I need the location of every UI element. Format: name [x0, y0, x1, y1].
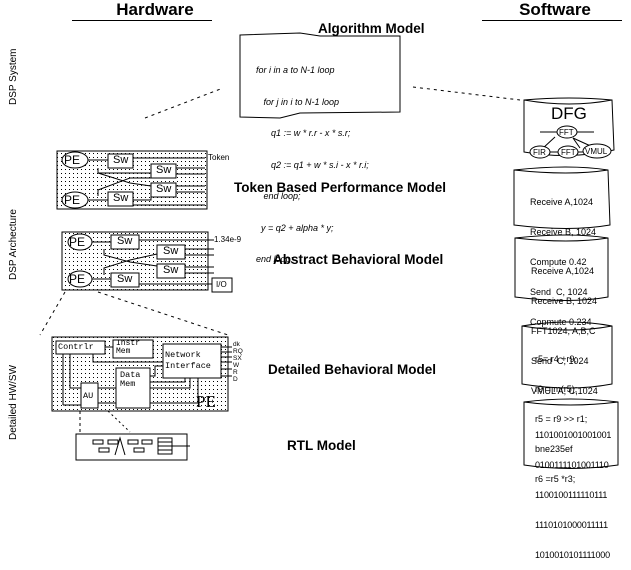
rtl-block — [75, 433, 190, 461]
pe-big-label: PE — [196, 392, 216, 411]
token-architecture — [56, 150, 208, 210]
switch-node — [107, 153, 134, 169]
sw-label: Sw — [156, 164, 172, 176]
detailed-software-text: r5= r4 +r9; r9 = m(r5); r5 = r9 >> r1; b… — [535, 354, 588, 484]
network-interface-label: Network Interface — [165, 350, 211, 371]
diagram-canvas — [39, 32, 619, 469]
abstract-model-title: Abstract Behavioral Model — [273, 252, 444, 267]
hardware-header: Hardware — [116, 0, 194, 19]
dfg-title: DFG — [551, 104, 587, 123]
rtl-model-title: RTL Model — [287, 438, 356, 453]
token-output-label: Token — [208, 153, 230, 162]
code-line: q2 := q1 + w * s.i - x * r.i; — [256, 159, 369, 170]
connector-algorithm-sw — [412, 86, 521, 101]
code-line: for j in i to N-1 loop — [256, 96, 340, 107]
dfg-node-fft: FFT — [559, 128, 574, 137]
detailed-architecture — [51, 336, 232, 412]
software-header-underline — [482, 20, 622, 21]
code-line: q1 := w * r.r - x * s.r; — [256, 128, 351, 138]
sw-label: Sw — [117, 235, 133, 247]
instr-mem-label: Instr Mem — [116, 339, 141, 356]
sw-label: Sw — [163, 264, 179, 276]
token-model-title: Token Based Performance Model — [234, 180, 447, 195]
dfg-graph — [529, 125, 612, 159]
code-line: end loop; — [256, 191, 301, 201]
au-box — [80, 382, 99, 409]
connector-algorithm-hw — [144, 87, 224, 119]
sw-label: Sw — [117, 273, 133, 285]
io-label: I/O — [216, 280, 227, 289]
dfg-node-fft-2: FFT — [561, 148, 576, 157]
rtl-software-text: 1101001001001001 0100111101001110 110010… — [535, 430, 612, 560]
abstract-output-label: 1.34e-9 — [214, 235, 242, 244]
switch-node — [150, 163, 177, 179]
dfg-node-vmul: VMUL — [585, 147, 608, 156]
signal-labels: dk RQ SX W R D — [233, 341, 243, 383]
cylinder-detailed — [521, 321, 613, 389]
abstract-architecture — [61, 231, 233, 293]
pe-label: PE — [64, 193, 81, 207]
io-box — [211, 277, 233, 293]
data-mem-label: Data Mem — [120, 370, 141, 389]
instr-mem-box — [112, 339, 154, 359]
data-mem-box — [115, 367, 151, 409]
pe-label: PE — [64, 153, 81, 167]
au-label: AU — [83, 391, 94, 401]
abstract-software-text: Receive A,1024 Receive B, 1024 FFT1024, … — [531, 266, 598, 396]
code-line: y = q2 + alpha * y; — [256, 222, 334, 233]
code-line: end loop; — [256, 254, 294, 264]
cylinder-token — [513, 166, 611, 229]
cylinder-abstract — [514, 234, 609, 301]
software-header: Software — [519, 0, 591, 19]
algorithm-paper — [239, 32, 401, 119]
sw-label: Sw — [163, 245, 179, 257]
pe-label: PE — [69, 235, 86, 249]
sw-label: Sw — [113, 192, 129, 204]
switch-node — [150, 182, 177, 198]
dfg-node-fir: FIR — [533, 148, 546, 157]
sw-label: Sw — [156, 183, 172, 195]
hardware-header-underline — [72, 20, 212, 21]
token-software-text: Receive A,1024 Receive B, 1024 Compute 0… — [530, 197, 597, 327]
detailed-model-title: Detailed Behavioral Model — [268, 362, 437, 377]
controller-label: Contrlr — [58, 342, 94, 352]
sw-label: Sw — [113, 154, 129, 166]
pe-label: PE — [69, 272, 86, 286]
switch-node — [107, 191, 134, 207]
algorithm-model-title: Algorithm Model — [318, 21, 425, 36]
network-interface-box — [162, 343, 222, 379]
cylinder-rtl — [523, 398, 619, 469]
code-line: for i in a to N-1 loop — [256, 65, 335, 75]
algorithm-code: for i in a to N-1 loop for j in i to N-1… — [256, 44, 369, 275]
